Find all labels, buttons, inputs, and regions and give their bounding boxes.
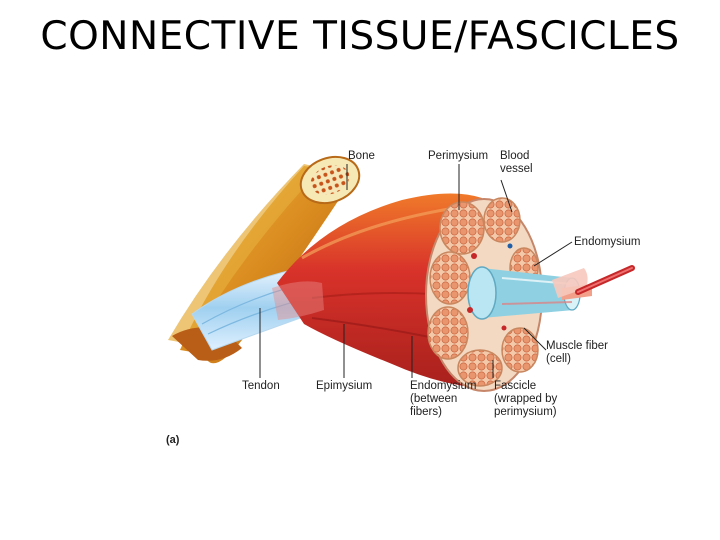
label-muscle-fiber: Muscle fiber (cell) xyxy=(546,340,608,365)
label-endomysium-bottom: Endomysium (between fibers) xyxy=(410,380,477,418)
label-epimysium: Epimysium xyxy=(316,380,373,392)
leader-lines xyxy=(259,164,573,378)
label-bone: Bone xyxy=(348,150,375,162)
label-fascicle: Fascicle (wrapped by perimysium) xyxy=(494,380,558,418)
label-blood-vessel: Blood vessel xyxy=(500,150,533,175)
label-tendon: Tendon xyxy=(242,380,280,392)
label-endomysium-top: Endomysium xyxy=(574,236,641,248)
muscle-illustration xyxy=(168,155,635,392)
fascicle-bundles xyxy=(427,197,539,387)
slide-title: CONNECTIVE TISSUE/FASCICLES xyxy=(40,14,680,59)
panel-label: (a) xyxy=(166,434,180,446)
label-perimysium: Perimysium xyxy=(428,150,489,162)
muscle-anatomy-figure: Bone Perimysium Blood vessel Endomysium … xyxy=(72,128,690,522)
